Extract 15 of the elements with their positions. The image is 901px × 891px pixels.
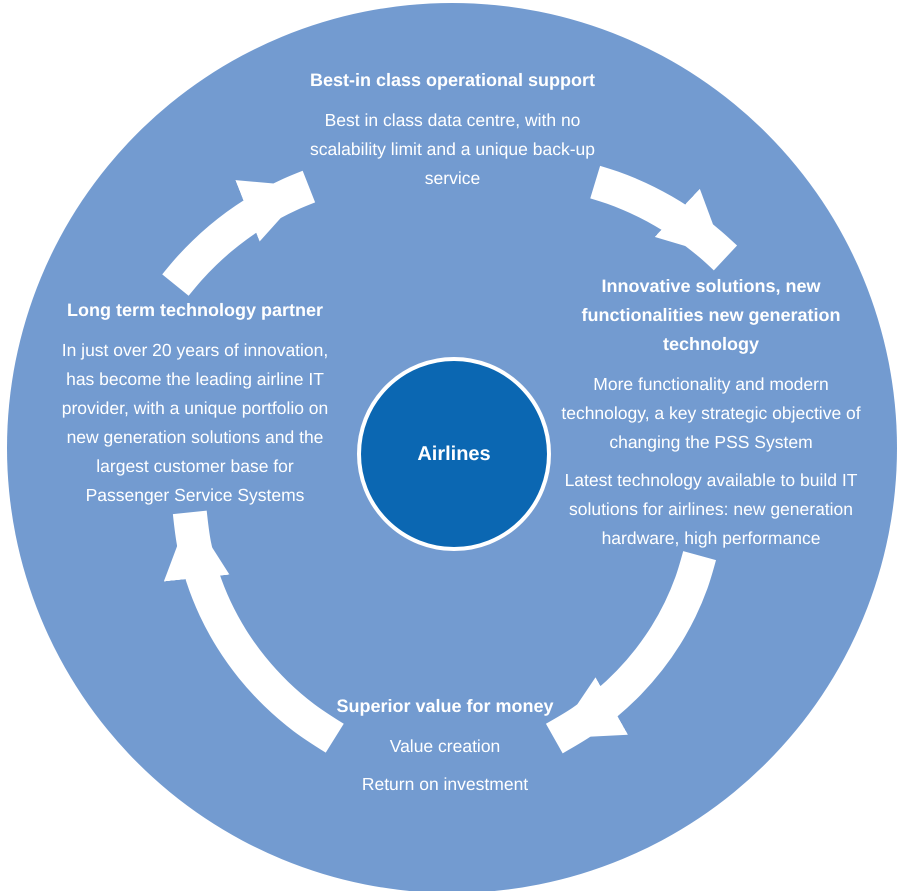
cycle-arrow: [162, 170, 316, 296]
section-heading: Innovative solutions, new functionalities new generation technology: [580, 275, 842, 356]
section-text: More functionality and modern technology, a key strategic objective of changing the PSS System: [561, 373, 861, 454]
cycle-arrow: [164, 510, 344, 753]
section-text: Return on investment: [360, 773, 530, 796]
section-heading: Long term technology partner: [66, 299, 324, 322]
hub-label: Airlines: [417, 442, 491, 466]
section-heading: Best-in class operational support: [308, 69, 596, 92]
cycle-arrow: [546, 551, 716, 754]
section-heading: Superior value for money: [335, 695, 555, 718]
section-text: Best in class data centre, with no scalability limit and a unique back-up service: [308, 109, 596, 190]
cycle-arrow: [590, 166, 737, 270]
section-text: Latest technology available to build IT solutions for airlines: new generation hardware, high performance: [564, 469, 858, 550]
section-text: Value creation: [388, 735, 502, 758]
section-text: In just over 20 years of innovation, has become the leading airline IT provider, with a unique portfolio on new generation solutions and the largest customer base for Passenger Service Systems: [60, 339, 330, 507]
